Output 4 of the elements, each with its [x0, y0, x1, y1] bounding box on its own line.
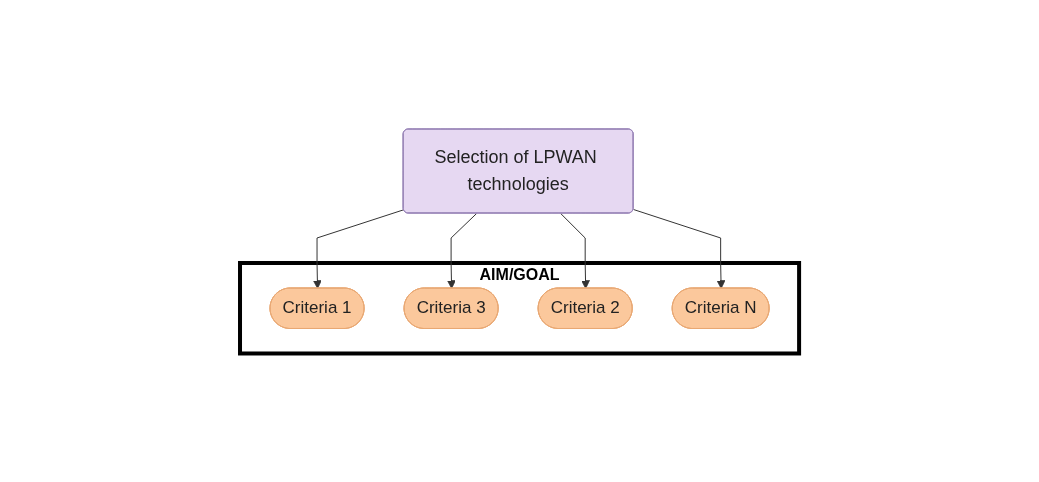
arrow: [560, 212, 590, 289]
arrow: [447, 212, 478, 289]
arrow: [632, 208, 726, 289]
arrow: [312, 209, 405, 289]
